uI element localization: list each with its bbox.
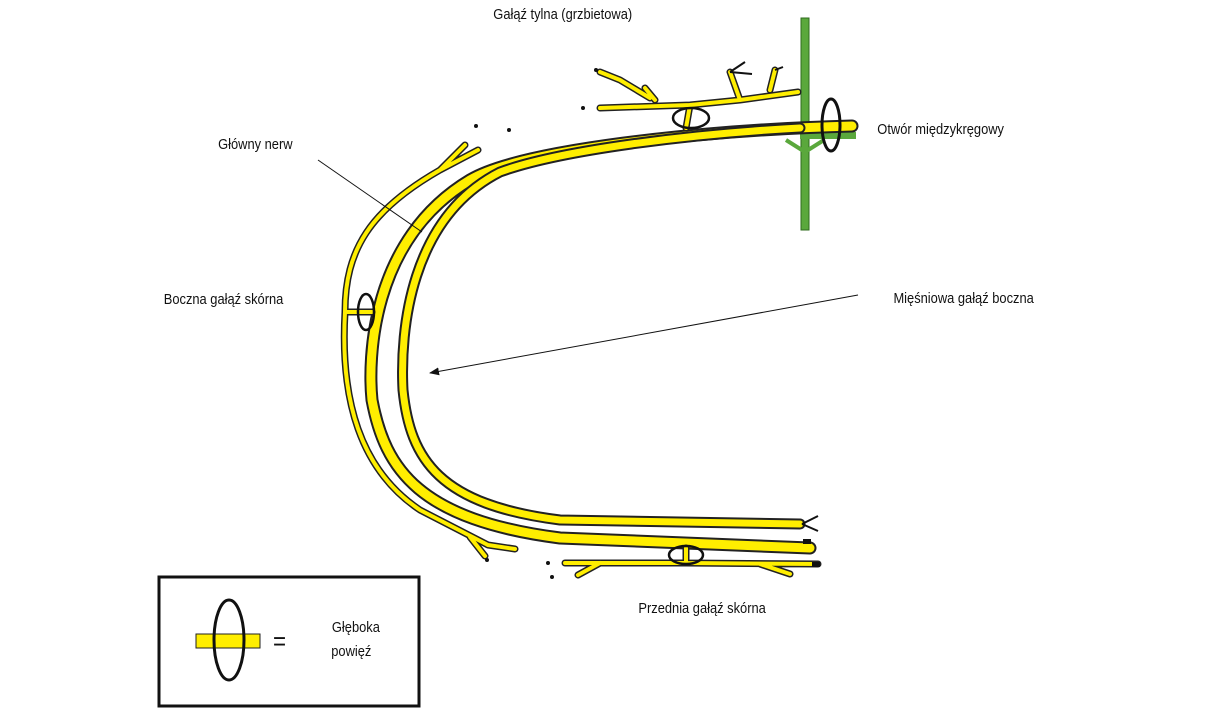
main-nerve-leader — [317, 159, 423, 233]
legend-text-line1: Głęboka — [332, 618, 380, 635]
lateral-cutaneous-branch — [340, 124, 519, 562]
legend: = Głęboka powięź — [157, 575, 421, 708]
label-lateral-muscular: Mięśniowa gałąź boczna — [893, 289, 1034, 306]
legend-equals-sign: = — [273, 627, 286, 656]
label-lateral-cutaneous: Boczna gałąź skórna — [164, 290, 284, 307]
label-intervertebral-foramen: Otwór międzykręgowy — [877, 120, 1004, 137]
dorsal-branch — [581, 61, 802, 132]
fascia-crossings — [356, 97, 842, 566]
label-main-nerve: Główny nerw — [218, 135, 293, 152]
lateral-muscular-branch — [397, 122, 819, 532]
legend-fascia-symbol — [195, 598, 261, 682]
label-dorsal-branch: Gałąź tylna (grzbietowa) — [493, 5, 632, 22]
legend-text-line2: powięź — [331, 642, 371, 659]
label-anterior-cutaneous: Przednia gałąź skórna — [638, 599, 766, 616]
muscular-branch-arrow — [429, 294, 859, 376]
